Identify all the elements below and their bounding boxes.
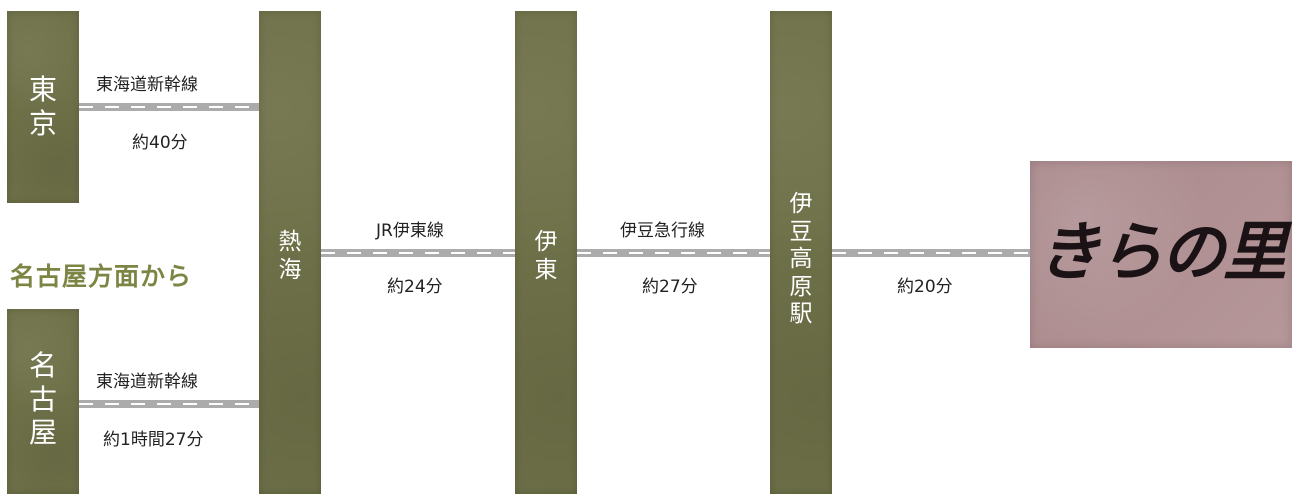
station-atami: 熱海	[259, 11, 321, 494]
segment-atami-line: JR伊東線	[376, 221, 444, 241]
route-heading: 名古屋方面から	[10, 262, 193, 291]
station-char: 駅	[789, 301, 813, 328]
segment-tokyo-time: 約40分	[132, 133, 188, 153]
segment-dest-time: 約20分	[897, 277, 953, 297]
station-char: 熱	[278, 229, 302, 255]
station-ito: 伊東	[515, 11, 577, 494]
segment-nagoya-line: 東海道新幹線	[96, 372, 198, 392]
destination-logo: きらの里	[1037, 215, 1287, 290]
track-ito-izukogen	[577, 249, 770, 257]
station-char: 名	[28, 349, 57, 382]
station-ito-label: 伊東	[515, 229, 577, 284]
station-tokyo: 東京	[7, 11, 79, 203]
station-char: 豆	[789, 218, 813, 245]
station-tokyo-label: 東京	[7, 73, 79, 140]
destination-card: きらの里	[1030, 161, 1292, 348]
track-izukogen-dest	[832, 249, 1030, 257]
station-nagoya: 名古屋	[7, 309, 79, 494]
segment-ito-time: 約27分	[642, 277, 698, 297]
station-nagoya-label: 名古屋	[7, 349, 79, 450]
segment-tokyo-line: 東海道新幹線	[96, 75, 198, 95]
station-char: 海	[278, 256, 302, 283]
station-izukogen-label: 伊豆高原駅	[770, 191, 832, 329]
track-tokyo-atami	[79, 103, 259, 111]
segment-atami-time: 約24分	[387, 277, 443, 297]
station-char: 京	[28, 106, 57, 140]
station-char: 東	[534, 256, 558, 283]
station-char: 原	[789, 273, 813, 300]
segment-ito-line: 伊豆急行線	[620, 221, 705, 241]
station-char: 伊	[789, 191, 813, 217]
track-nagoya-atami	[79, 400, 259, 408]
station-char: 古	[28, 382, 57, 416]
station-char: 屋	[28, 416, 57, 450]
station-izukogen: 伊豆高原駅	[770, 11, 832, 494]
segment-nagoya-time: 約1時間27分	[103, 430, 204, 450]
track-atami-ito	[321, 249, 515, 257]
station-char: 東	[28, 73, 57, 106]
station-char: 伊	[534, 229, 558, 255]
station-atami-label: 熱海	[259, 229, 321, 284]
station-char: 高	[789, 246, 813, 273]
